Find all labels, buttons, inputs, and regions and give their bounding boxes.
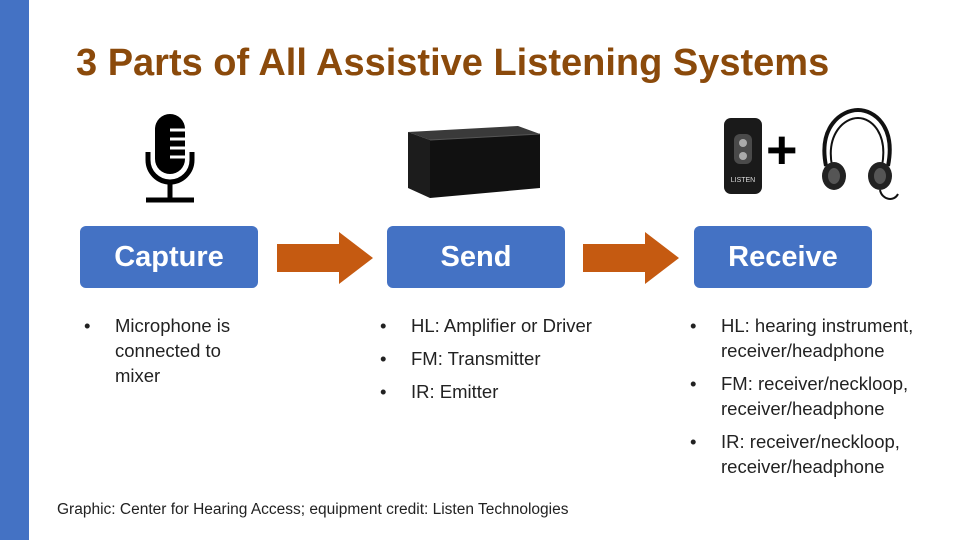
- stage-capture: Capture: [80, 226, 258, 288]
- headphones-icon: [822, 107, 899, 200]
- right-arrow-icon: [277, 232, 373, 284]
- capture-bullets: Microphone is connected to mixer: [80, 313, 270, 396]
- receiver-brand-label: LISTEN: [731, 177, 756, 184]
- plus-icon: +: [766, 120, 798, 180]
- list-item: IR: receiver/neckloop, receiver/headphon…: [686, 429, 954, 479]
- receive-bullets: HL: hearing instrument, receiver/headpho…: [686, 313, 954, 487]
- credit-caption: Graphic: Center for Hearing Access; equi…: [57, 501, 569, 518]
- list-item: FM: receiver/neckloop, receiver/headphon…: [686, 371, 954, 421]
- list-item: HL: Amplifier or Driver: [376, 313, 656, 338]
- list-item: IR: Emitter: [376, 379, 656, 404]
- microphone-icon: [145, 114, 195, 203]
- list-item: FM: Transmitter: [376, 346, 656, 371]
- transmitter-box-icon: [408, 126, 541, 198]
- side-accent-bar: [0, 0, 29, 540]
- send-bullets: HL: Amplifier or Driver FM: Transmitter …: [376, 313, 656, 412]
- stage-send: Send: [387, 226, 565, 288]
- bodypack-receiver-icon: LISTEN: [724, 118, 762, 194]
- right-arrow-icon: [583, 232, 679, 284]
- list-item: HL: hearing instrument, receiver/headpho…: [686, 313, 954, 363]
- list-item: Microphone is connected to mixer: [80, 313, 270, 388]
- stage-receive: Receive: [694, 226, 872, 288]
- slide-title: 3 Parts of All Assistive Listening Syste…: [76, 42, 830, 84]
